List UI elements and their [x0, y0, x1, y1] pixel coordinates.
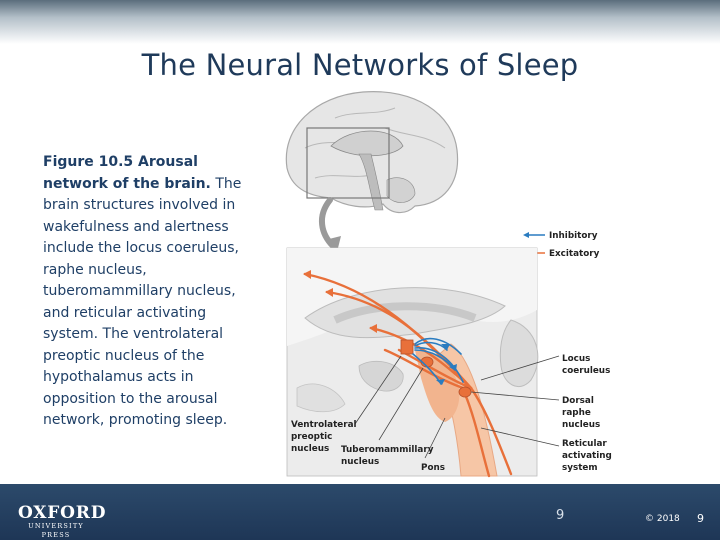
- top-gradient-band: [0, 0, 720, 44]
- slide-title: The Neural Networks of Sleep: [141, 48, 579, 82]
- page-number-right: 9: [697, 512, 704, 525]
- label-ventro-2: preoptic: [291, 432, 332, 442]
- legend-excitatory: Excitatory: [549, 249, 600, 259]
- page-number-center: 9: [556, 508, 565, 523]
- label-dorsal-3: nucleus: [562, 420, 600, 430]
- caption-bold: Figure 10.5 Arousal network of the brain…: [43, 154, 211, 192]
- copyright-text: © 2018: [645, 514, 680, 524]
- label-reticular-1: Reticular: [562, 439, 607, 449]
- label-reticular-2: activating: [562, 451, 612, 461]
- legend-inhibitory: Inhibitory: [549, 231, 598, 241]
- logo-main-text: OXFORD: [18, 503, 107, 523]
- logo-sub-text: UNIVERSITY PRESS: [28, 522, 84, 539]
- label-reticular-3: system: [562, 463, 598, 473]
- figure-caption: Figure 10.5 Arousal network of the brain…: [43, 152, 265, 432]
- footer-bar: [0, 484, 720, 540]
- label-locus-2: coeruleus: [562, 366, 610, 376]
- label-leader-lines: [354, 355, 560, 459]
- label-pons: Pons: [421, 463, 445, 473]
- oxford-logo: OXFORD UNIVERSITY PRESS: [18, 503, 107, 540]
- brain-figure: Inhibitory Excitatory: [285, 91, 612, 478]
- label-dorsal-2: raphe: [562, 408, 591, 418]
- label-tubero-2: nucleus: [341, 457, 379, 467]
- label-ventro-3: nucleus: [291, 444, 329, 454]
- brain-overview: [285, 91, 459, 214]
- label-tubero-1: Tuberomammillary: [341, 445, 434, 455]
- label-dorsal-1: Dorsal: [562, 396, 594, 406]
- label-locus-1: Locus: [562, 354, 590, 364]
- label-ventro-1: Ventrolateral: [291, 420, 357, 430]
- caption-text: The brain structures involved in wakeful…: [43, 175, 242, 429]
- raphe-nucleus: [458, 386, 472, 398]
- ventrolateral-nucleus: [400, 339, 414, 355]
